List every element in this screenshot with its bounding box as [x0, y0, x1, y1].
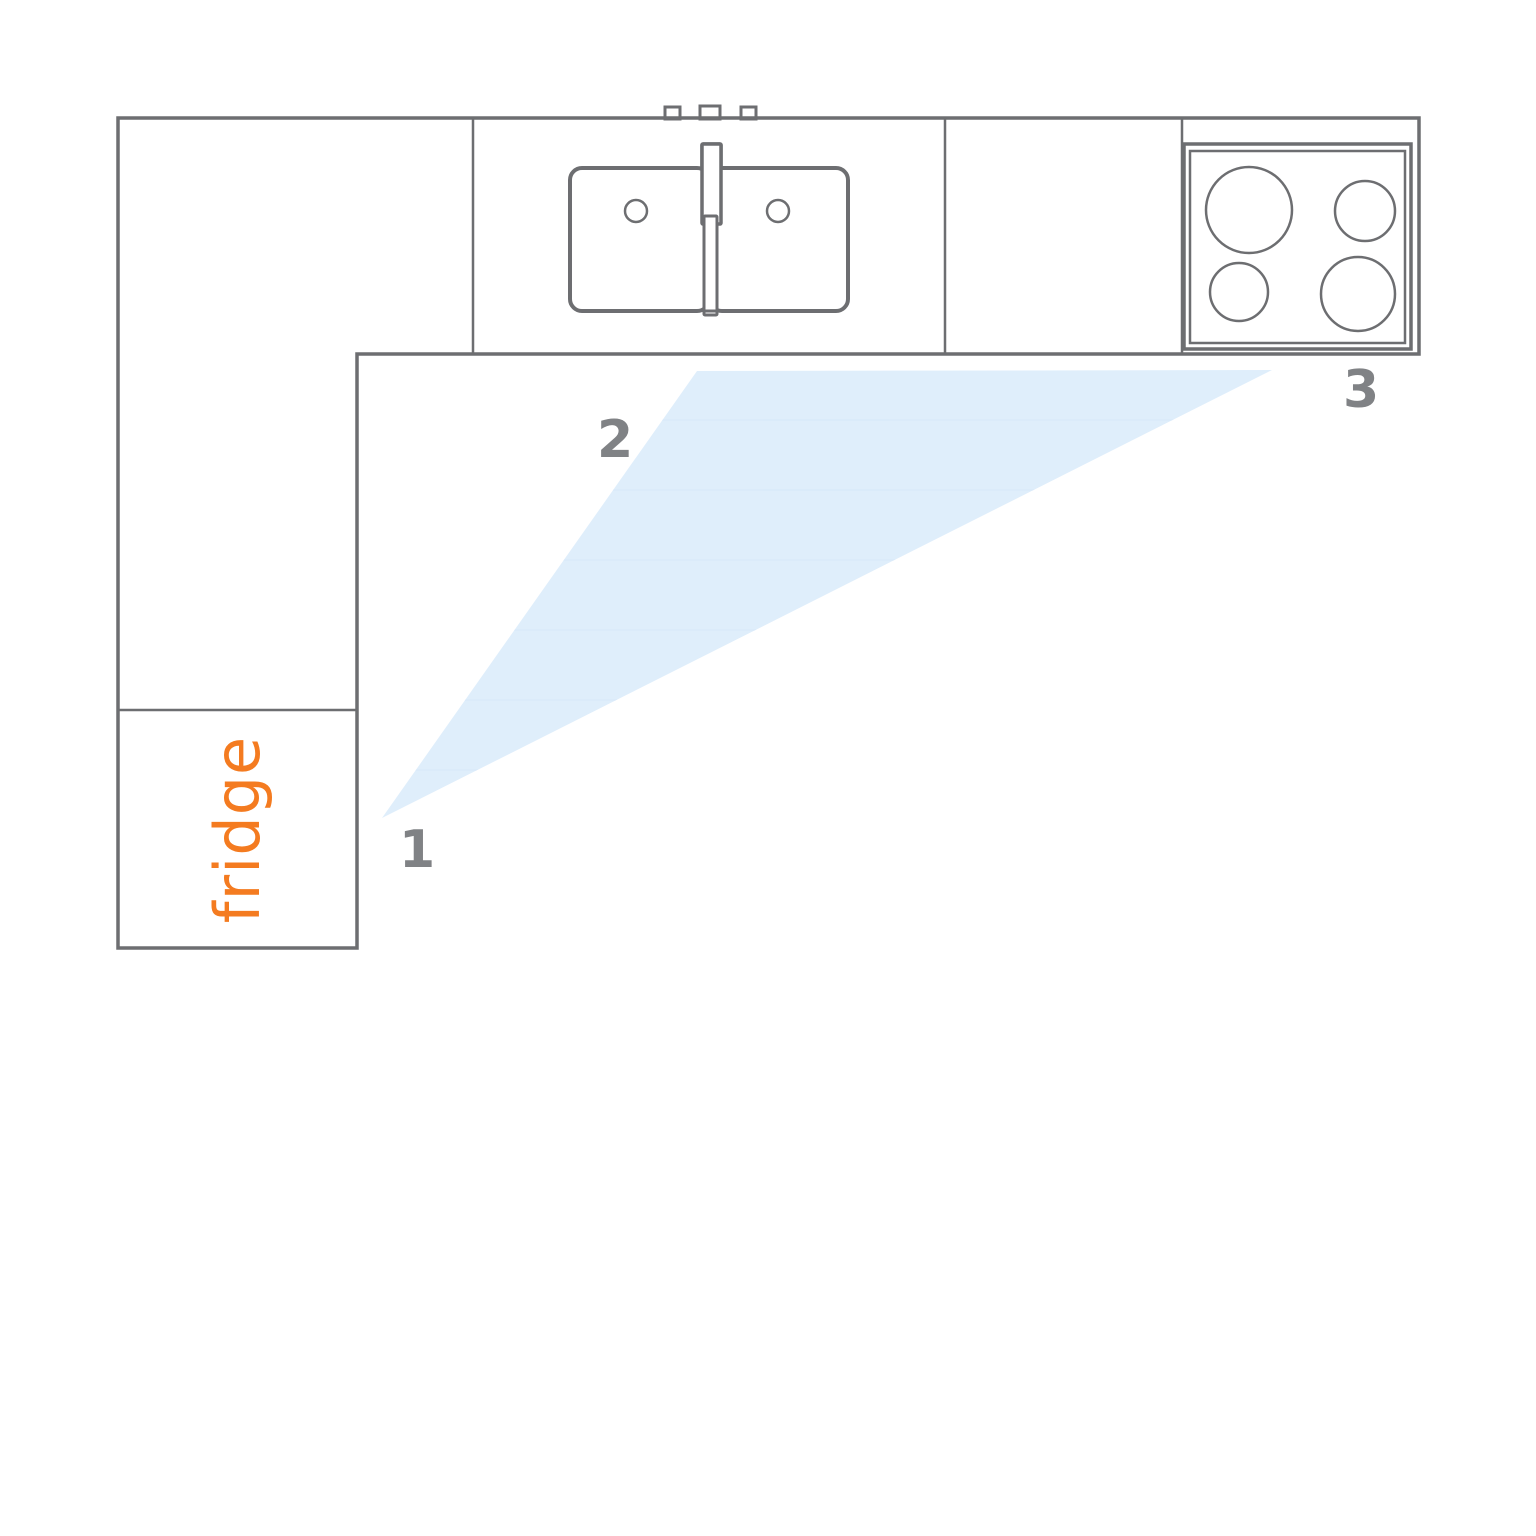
- work-triangle-group: [382, 370, 1272, 818]
- sink-tap-marks: [663, 104, 758, 121]
- sink-drain-left: [623, 198, 649, 224]
- sink-drain-right: [765, 198, 791, 224]
- sink-assembly: [568, 104, 850, 317]
- faucet-neck-overlay: [702, 214, 719, 313]
- sink-basin-right: [708, 166, 850, 313]
- sink-basin-left: [568, 166, 711, 313]
- tap-mark-center: [698, 104, 722, 121]
- tap-mark-left: [663, 105, 682, 121]
- work-triangle-point-2-label: 2: [597, 410, 634, 470]
- faucet-spout-overlay: [700, 142, 723, 226]
- burner-top-right: [1333, 179, 1397, 243]
- counter-perimeter-path: [116, 116, 1421, 950]
- burner-bottom-left: [1208, 261, 1270, 323]
- work-triangle-point-3-label: 3: [1343, 360, 1380, 420]
- counter-dividers: [118, 118, 1184, 712]
- counter-outline: [116, 116, 1421, 950]
- burner-top-left: [1204, 165, 1294, 255]
- cooktop-assembly: [1182, 142, 1413, 351]
- burner-bottom-right: [1319, 255, 1397, 333]
- work-triangle-point-1-label: 1: [399, 820, 436, 880]
- work-triangle-fill: [382, 370, 1272, 818]
- tap-mark-right: [739, 105, 758, 121]
